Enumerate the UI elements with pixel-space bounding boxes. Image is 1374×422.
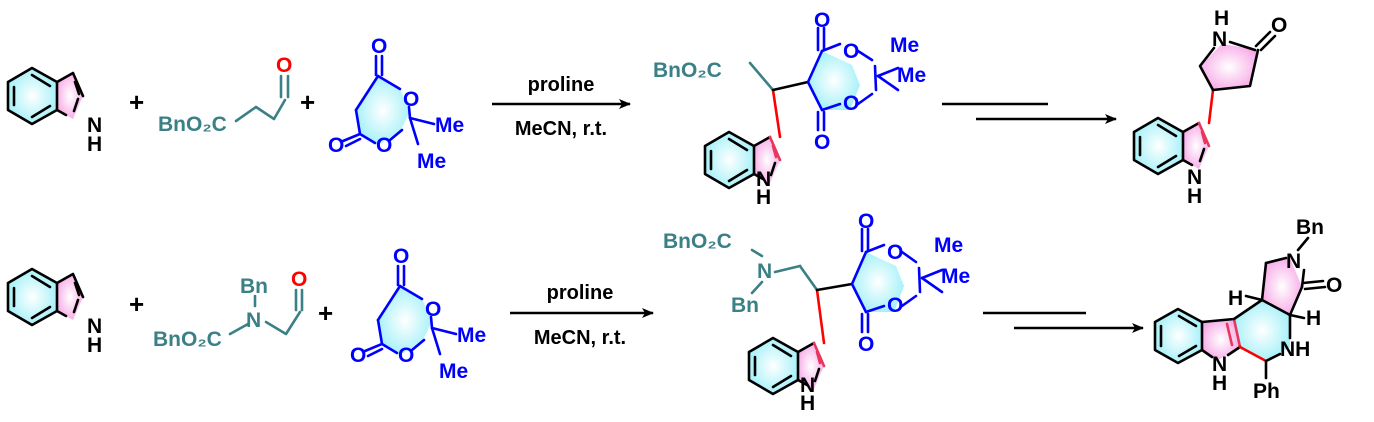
plus-sign: + [318,298,333,328]
ester-label: BnO₂C [653,59,722,82]
carbonyl-oxygen: O [328,134,344,157]
carbonyl-oxygen: O [393,245,409,268]
conditions-label: MeCN, r.t. [534,327,626,349]
indole-reagent-1: N H [6,66,102,156]
indole-h-label: H [1212,372,1227,395]
ring-oxygen: O [887,294,903,317]
tetracyclic-product-2: Bn N O H H NH N H Ph [1153,216,1342,403]
plus-sign: + [129,87,144,117]
lactam-oxygen: O [1326,274,1342,297]
methyl-label: Me [934,234,963,257]
indole-ring [6,267,85,327]
reaction-1: N H + BnO₂C O + O O [6,7,1287,209]
carbamate-n-label: N [757,260,772,283]
indole-reagent-2: N H [6,267,102,357]
indole-h-label: H [1187,185,1202,208]
carbonyl-oxygen: O [371,35,387,58]
carbonyl-oxygen: O [350,344,366,367]
arrow-1: proline MeCN, r.t. [492,74,631,140]
ring-oxygen: O [403,88,419,111]
multistep-arrow-1 [942,102,1117,124]
indole-n-label: N [1187,166,1202,189]
meldrums-acid-1: O O O O Me Me [328,35,464,173]
benzyl-label: Bn [240,275,268,298]
arrow-2: proline MeCN, r.t. [510,282,654,349]
ring-oxygen: O [376,134,392,157]
ester-label: BnO₂C [663,230,732,253]
ring-oxygen: O [398,344,414,367]
multistep-arrow-2 [983,311,1144,333]
amine-nh-label: NH [1280,338,1310,361]
methyl-label: Me [941,265,970,288]
indole-ring [6,66,85,126]
catalyst-label: proline [528,74,595,96]
indole-n-label: N [87,315,102,338]
lactam-product-1: N H N H O [1132,7,1287,208]
lactam-h-label: H [1214,7,1229,30]
michael-adduct-2: N H N BnO₂C Bn O O [663,210,970,415]
benzyl-label: Bn [731,294,759,317]
methyl-label: Me [890,34,919,57]
lactam-oxygen: O [1271,14,1287,37]
phenyl-label: Ph [1253,380,1280,403]
michael-adduct-1: N H BnO₂C O O O O Me Me [653,9,926,209]
plus-sign: + [129,289,144,319]
methyl-label: Me [439,360,468,383]
carbonyl-oxygen: O [858,210,874,233]
conditions-label: MeCN, r.t. [515,118,607,140]
indole-h-label: H [87,133,102,156]
reaction-2: N H + BnO₂C N Bn O + [6,210,1342,415]
carbamate-n-label: N [246,309,261,332]
catalyst-label: proline [547,282,614,304]
carbonyl-oxygen: O [814,9,830,32]
indole-h-label: H [756,186,771,209]
lactam-n-label: N [1286,250,1301,273]
plus-sign: + [300,87,315,117]
indole-h-label: H [800,392,815,415]
carbonyl-oxygen: O [858,333,874,356]
methyl-label: Me [457,324,486,347]
ester-label: BnO₂C [158,113,227,136]
indole-n-label: N [1212,353,1227,376]
methyl-label: Me [435,114,464,137]
methyl-label: Me [417,150,446,173]
ring-oxygen: O [843,40,859,63]
stereo-hydrogen: H [1228,287,1243,310]
aldehyde-reagent-2: BnO₂C N Bn O [153,268,307,351]
aldehyde-reagent-1: BnO₂C O [158,54,292,136]
indole-h-label: H [87,334,102,357]
indole-n-label: N [800,374,815,397]
aldehyde-oxygen: O [276,54,292,77]
ring-oxygen: O [425,298,441,321]
ring-oxygen: O [843,92,859,115]
meldrums-acid-2: O O O O Me Me [350,245,486,383]
indole-n-label: N [87,114,102,137]
carbonyl-oxygen: O [814,131,830,154]
lactam-n-label: N [1212,28,1227,51]
indole-n-label: N [756,168,771,191]
ester-label: BnO₂C [153,328,222,351]
ring-oxygen: O [887,241,903,264]
aldehyde-oxygen: O [291,268,307,291]
methyl-label: Me [897,64,926,87]
benzyl-label: Bn [1296,216,1324,239]
stereo-hydrogen: H [1306,307,1321,330]
